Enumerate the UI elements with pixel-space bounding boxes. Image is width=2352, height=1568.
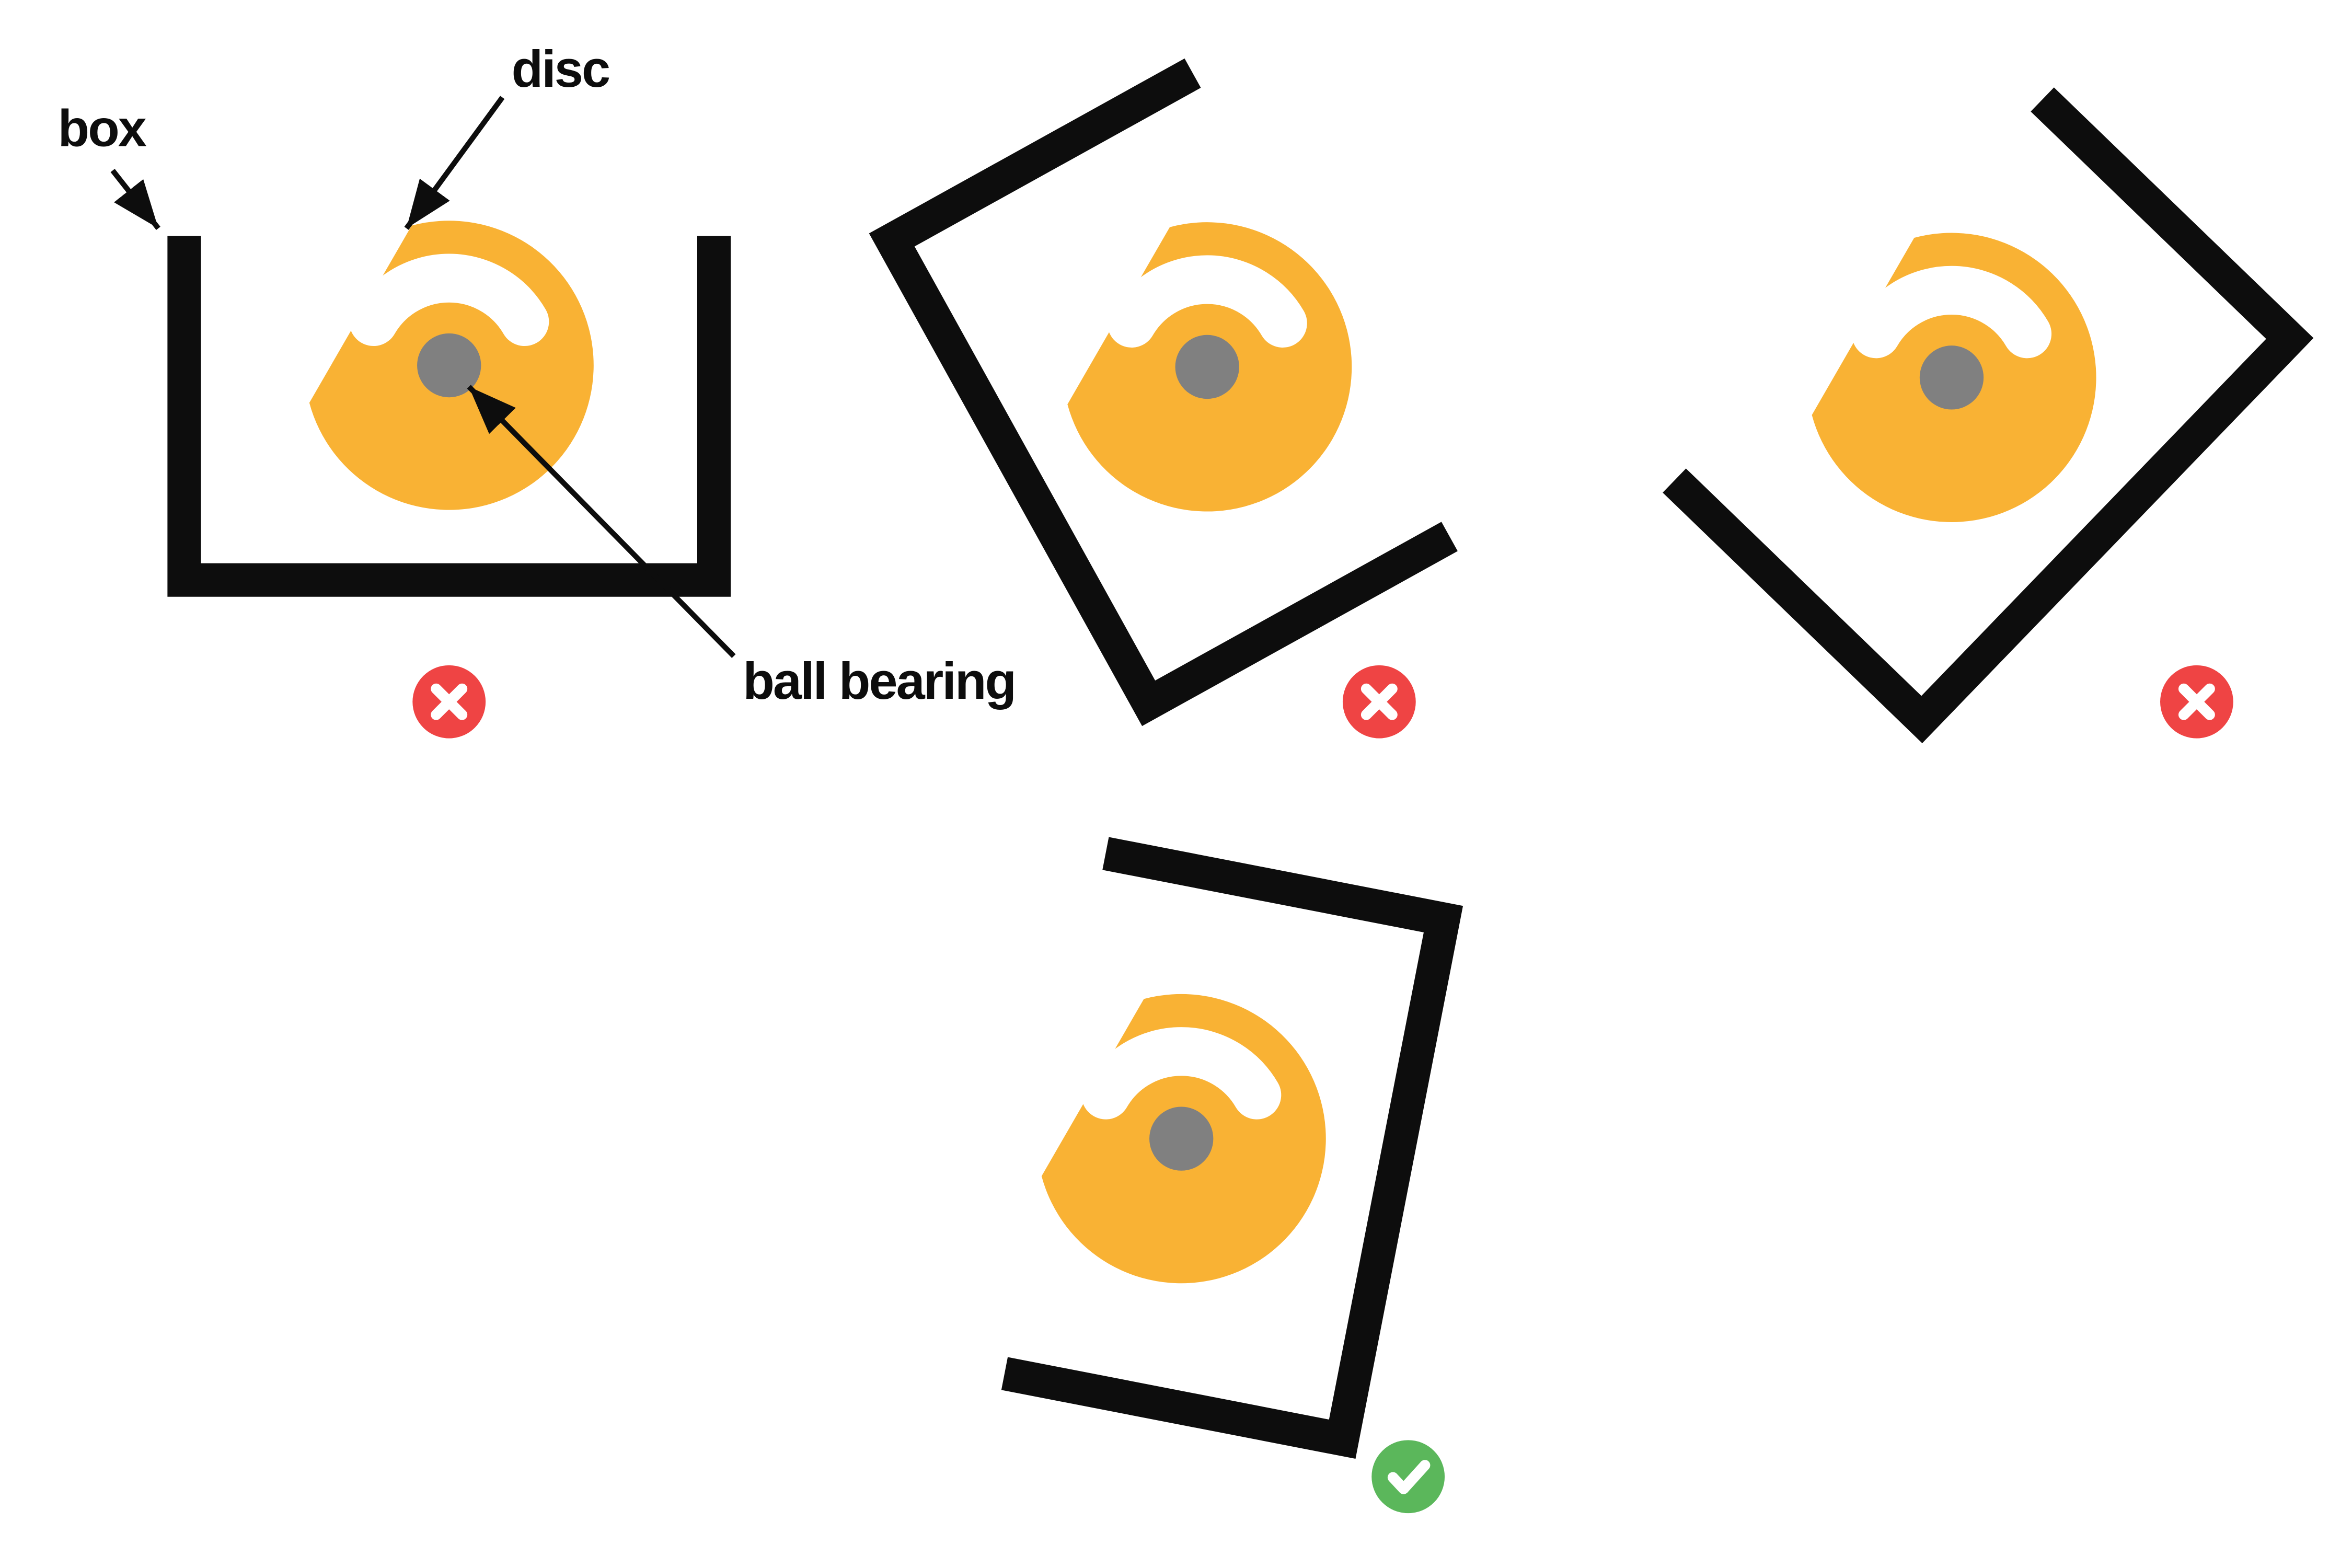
- incorrect-badge: [2160, 665, 2233, 739]
- arrow-to-disc: [404, 96, 505, 230]
- arrow-to-box: [110, 169, 160, 230]
- panel-box-rotated-counterclockwise: [1674, 99, 2290, 738]
- correct-badge: [1371, 1440, 1445, 1513]
- label-box: box: [58, 99, 147, 157]
- incorrect-badge: [412, 665, 486, 739]
- annotations: box disc ball bearing: [58, 40, 1017, 710]
- panel-box-upright: [184, 221, 714, 738]
- label-disc: disc: [512, 40, 609, 98]
- panel-box-opening-left: [1005, 854, 1445, 1513]
- disc: [1042, 994, 1326, 1283]
- disc: [1812, 233, 2096, 522]
- panel-box-rotated-clockwise: [892, 73, 1449, 739]
- label-ball-bearing: ball bearing: [743, 652, 1015, 710]
- disc: [1067, 222, 1352, 511]
- arrow-to-ball-bearing: [467, 385, 736, 658]
- incorrect-badge: [1343, 665, 1416, 739]
